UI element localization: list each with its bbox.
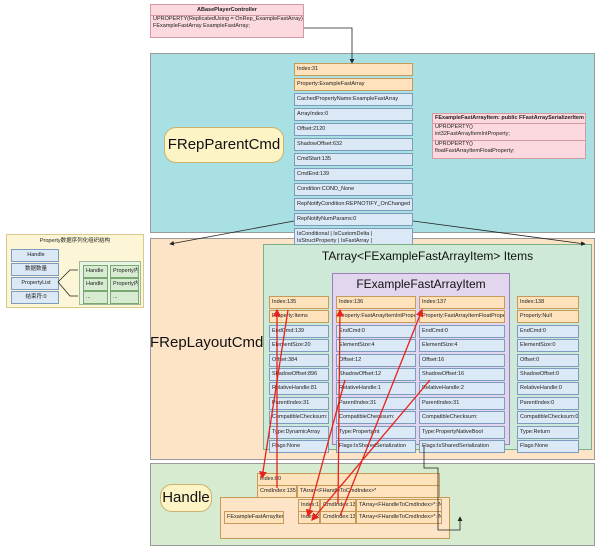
parent-field-4: Offset:2120: [294, 123, 413, 136]
layout-field-1-5: ShadowOffset:12: [336, 367, 416, 381]
item-box-title: FExampleFastArrayItem: [356, 277, 486, 291]
handle-label: Handle: [160, 484, 212, 512]
legend-grid-content-2: Property内容: [110, 278, 139, 291]
parent-to-layout-right-arrow: [412, 220, 586, 246]
layout-field-2-5: ShadowOffset:16: [419, 367, 505, 381]
layout-field-0-1: Property:Items: [269, 310, 329, 324]
layout-field-1-6: RelativeHandle:1: [336, 382, 416, 396]
tarray-to-handle-arrow: [423, 445, 463, 531]
parent-field-9: RepNotifyCondition:REPNOTIFY_OnChanged: [294, 198, 413, 211]
layout-field-3-2: EndCmd:0: [517, 324, 579, 338]
red-connectors: [259, 308, 431, 521]
layout-field-2-2: EndCmd:0: [419, 324, 505, 338]
item-struct-box: FExampleFastArrayItem: public FFastArray…: [432, 113, 586, 159]
parent-field-7: CmdEnd:139: [294, 168, 413, 181]
handle-to-cmd-136-arrow: [336, 308, 344, 505]
layout-field-0-6: RelativeHandle:81: [269, 382, 329, 396]
handle-inner-ptr-2: TArray<FHandleToCmdIndex>*: Null: [356, 511, 442, 524]
item-struct-sec1-b: int32FastArrayItemIntProperty;: [433, 131, 585, 141]
legend-connector-2: [57, 281, 78, 297]
parent-cmd-label: FRepParentCmd: [164, 127, 284, 163]
layout-field-0-10: Flags:None: [269, 439, 329, 453]
layout-field-2-10: Flags:IsSharedSerialization: [419, 439, 505, 453]
legend-grid-handle-2: Handle: [83, 278, 108, 291]
handle-inner-cmd-137: CmdIndex:137: [320, 511, 356, 524]
legend-grid: Handle Property内容 Handle Property内容 ... …: [79, 261, 141, 305]
legend-title: Property数据序列化组织结构: [39, 238, 111, 244]
layout-field-2-8: CompatibleChecksum:: [419, 411, 505, 425]
legend-row-end: 结束符:0: [11, 291, 59, 304]
layout-field-1-3: ElementSize:4: [336, 339, 416, 353]
legend-row-handle: Handle: [11, 249, 59, 262]
layout-field-3-8: CompatibleChecksum:0: [517, 411, 579, 425]
layout-field-3-1: Property:Null: [517, 310, 579, 324]
layout-field-2-6: RelativeHandle:2: [419, 382, 505, 396]
handle-inner-index-1: Index:1: [298, 499, 320, 512]
parent-field-6: CmdStart:135: [294, 153, 413, 166]
legend-grid-content-1: Property内容: [110, 265, 139, 278]
parent-field-10: RepNotifyNumParams:0: [294, 213, 413, 226]
layout-field-3-7: ParentIndex:0: [517, 396, 579, 410]
layout-field-3-6: RelativeHandle:0: [517, 382, 579, 396]
parent-to-layout-left-arrow: [169, 220, 295, 246]
parent-field-1: Property:ExampleFastArray: [294, 78, 413, 91]
cmd-135-to-handle-arrow: [259, 309, 289, 480]
layout-field-1-1: Property:FastArrayItemIntProperty: [336, 310, 416, 324]
player-controller-line-2: FExampleFastArray ExampleFastArray;: [153, 23, 250, 29]
legend-grid-handle-1: Handle: [83, 265, 108, 278]
player-controller-title: ABasePlayerController: [151, 5, 303, 16]
layout-field-2-9: Type:PropertyNativeBool: [419, 425, 505, 439]
item-struct-sec2-b: floatFastArrayItemFloatProperty;: [435, 148, 515, 154]
legend-grid-more-1: ...: [83, 291, 108, 304]
layout-cmd-label: FRepLayoutCmd: [150, 334, 264, 351]
layout-field-0-3: ElementSize:20: [269, 339, 329, 353]
layout-field-0-7: ParentIndex:31: [269, 396, 329, 410]
layout-field-1-4: Offset:12: [336, 353, 416, 367]
legend-row-proplist: PropertyList: [11, 277, 59, 290]
layout-field-3-3: ElementSize:0: [517, 339, 579, 353]
layout-field-3-10: Flags:None: [517, 439, 579, 453]
legend-row-count: 数据数量: [11, 263, 59, 276]
parent-field-5: ShadowOffset:632: [294, 138, 413, 151]
black-connectors: [57, 27, 586, 531]
layout-field-2-4: Offset:16: [419, 353, 505, 367]
layout-field-1-2: EndCmd:0: [336, 324, 416, 338]
layout-field-3-4: Offset:0: [517, 353, 579, 367]
layout-field-3-0: Index:138: [517, 296, 579, 309]
layout-field-0-5: ShadowOffset:896: [269, 367, 329, 381]
player-controller-box: ABasePlayerController UPROPERTY(Replicat…: [150, 4, 304, 38]
layout-field-1-10: Flags:IsSharedSerialization: [336, 439, 416, 453]
layout-field-0-4: Offset:384: [269, 353, 329, 367]
layout-field-1-0: Index:136: [336, 296, 416, 309]
item-struct-sec2-a: UPROPERTY(): [435, 141, 473, 147]
layout-field-2-7: ParentIndex:31: [419, 396, 505, 410]
layout-field-0-0: Index:135: [269, 296, 329, 309]
layout-field-0-8: CompatibleChecksum:: [269, 411, 329, 425]
layout-field-3-5: ShadowOffset:0: [517, 367, 579, 381]
item-struct-title: FExampleFastArrayItem: public FFastArray…: [433, 114, 585, 124]
layout-field-1-7: ParentIndex:31: [336, 396, 416, 410]
legend-connector-1: [57, 269, 78, 283]
parent-field-3: ArrayIndex:0: [294, 108, 413, 121]
parent-field-8: Condition:COND_None: [294, 183, 413, 196]
layout-field-2-0: Index:137: [419, 296, 505, 309]
handle-to-cmd-137-arrow: [339, 308, 424, 517]
item-struct-sec1-a: UPROPERTY(): [435, 124, 473, 130]
relhandle-1-arrow: [305, 379, 346, 518]
parent-field-2: CachedPropertyName:ExampleFastArray: [294, 93, 413, 106]
controller-to-parent-arrow: [304, 27, 355, 64]
layout-field-3-9: Type:Return: [517, 425, 579, 439]
relhandle-2-arrow: [311, 379, 431, 521]
player-controller-line-1: UPROPERTY(ReplicatedUsing = OnRep_Exampl…: [153, 16, 303, 22]
tarray-title: TArray<FExampleFastArrayItem> Items: [321, 249, 534, 263]
layout-field-2-3: ElementSize:4: [419, 339, 505, 353]
legend-grid-more-2: ...: [110, 291, 139, 304]
handle-item-label: FExampleFastArrayItem: [224, 511, 284, 524]
